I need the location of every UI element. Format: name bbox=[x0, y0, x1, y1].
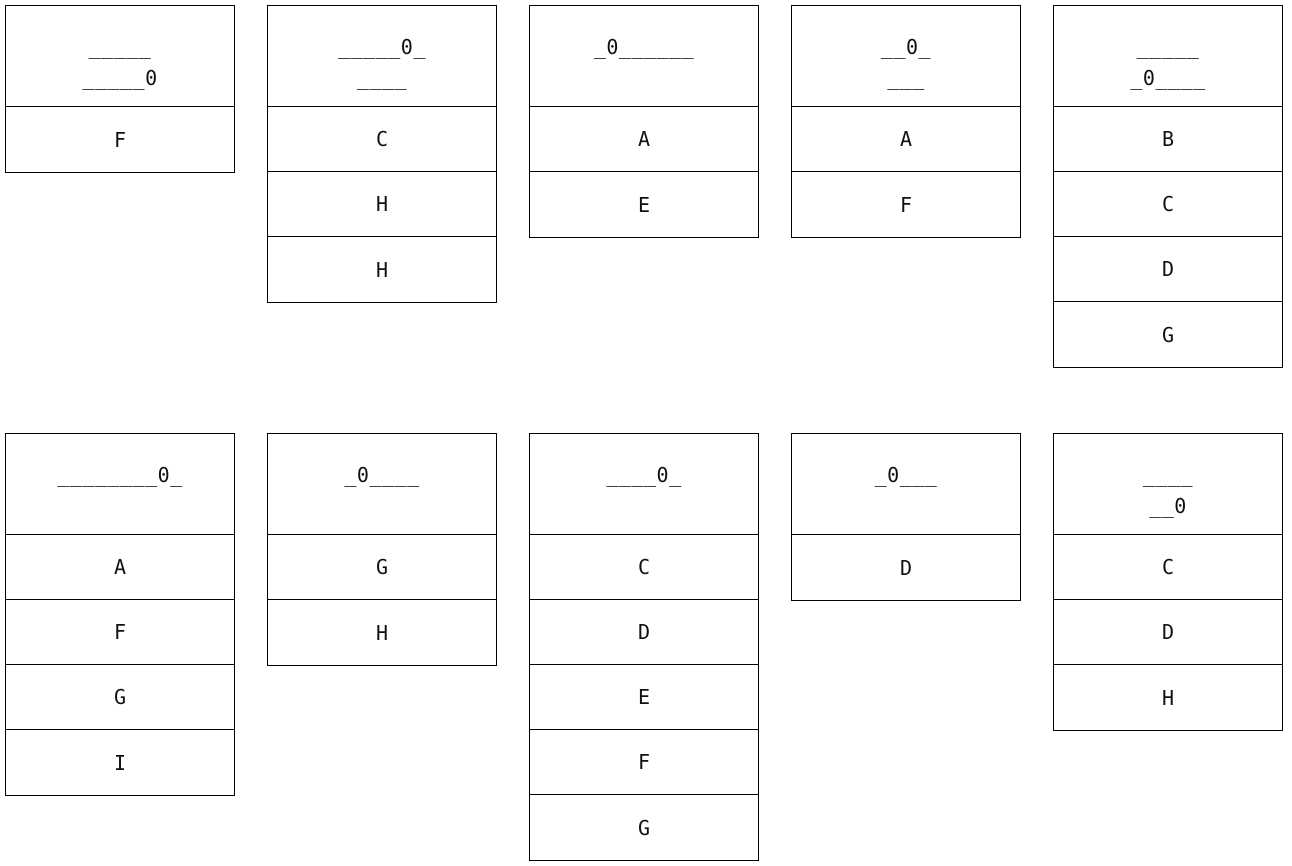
card-header-line: ________0_ bbox=[57, 463, 183, 487]
card-row: G bbox=[1161, 322, 1175, 347]
card-row: G bbox=[6, 665, 234, 730]
card-header-line: _____0 bbox=[82, 66, 158, 90]
card-9: _0___ D bbox=[791, 433, 1021, 601]
card-header-line: ____0_ bbox=[606, 463, 682, 487]
card-header-line: ___ bbox=[887, 66, 925, 90]
card-7: _0____ G H bbox=[267, 433, 497, 666]
card-row: H bbox=[1161, 685, 1175, 710]
card-header-line: __0 bbox=[1149, 494, 1187, 518]
card-row: A bbox=[792, 107, 1020, 172]
card-3: _0______ A E bbox=[529, 5, 759, 238]
card-row: H bbox=[268, 172, 496, 237]
card-header: _0___ bbox=[792, 434, 1020, 535]
card-row: A bbox=[6, 535, 234, 600]
card-header-line: _0___ bbox=[874, 463, 938, 487]
card-row: G bbox=[268, 535, 496, 600]
card-row: C bbox=[268, 107, 496, 172]
card-row: F bbox=[899, 192, 913, 217]
card-row: D bbox=[899, 555, 913, 580]
card-header: _____ _____0 bbox=[6, 6, 234, 107]
card-10: ____ __0 C D H bbox=[1053, 433, 1283, 731]
card-row: H bbox=[375, 257, 389, 282]
card-row: D bbox=[530, 600, 758, 665]
card-6: ________0_ A F G I bbox=[5, 433, 235, 796]
card-row: C bbox=[530, 535, 758, 600]
card-row: D bbox=[1054, 237, 1282, 302]
card-row: C bbox=[1054, 172, 1282, 237]
card-5: _____ _0____ B C D G bbox=[1053, 5, 1283, 368]
card-row: B bbox=[1054, 107, 1282, 172]
card-header: ____ __0 bbox=[1054, 434, 1282, 535]
card-header-line: ____ bbox=[1142, 463, 1194, 487]
card-row: C bbox=[1054, 535, 1282, 600]
card-row: F bbox=[530, 730, 758, 795]
card-row: F bbox=[113, 127, 127, 152]
card-header: _0____ bbox=[268, 434, 496, 535]
card-header-line: __0_ bbox=[880, 35, 932, 59]
card-2: _____0_ ____ C H H bbox=[267, 5, 497, 303]
card-row: E bbox=[637, 192, 651, 217]
card-header: __0_ ___ bbox=[792, 6, 1020, 107]
card-header-line: _____0_ bbox=[338, 35, 426, 59]
card-1: _____ _____0 F bbox=[5, 5, 235, 173]
card-header: ____0_ bbox=[530, 434, 758, 535]
card-header: _____ _0____ bbox=[1054, 6, 1282, 107]
card-header-line: _____ bbox=[88, 35, 152, 59]
card-header-line: _0____ bbox=[1130, 66, 1206, 90]
card-header-line: _0______ bbox=[593, 35, 695, 59]
card-row: F bbox=[6, 600, 234, 665]
card-row: A bbox=[530, 107, 758, 172]
card-header-line: _0____ bbox=[344, 463, 420, 487]
card-4: __0_ ___ A F bbox=[791, 5, 1021, 238]
card-8: ____0_ C D E F G bbox=[529, 433, 759, 861]
card-row: I bbox=[113, 750, 127, 775]
card-row: G bbox=[637, 815, 651, 840]
card-row: E bbox=[530, 665, 758, 730]
card-header: _____0_ ____ bbox=[268, 6, 496, 107]
card-row: H bbox=[375, 620, 389, 645]
card-header: ________0_ bbox=[6, 434, 234, 535]
card-row: D bbox=[1054, 600, 1282, 665]
card-header-line: ____ bbox=[356, 66, 408, 90]
card-header-line: _____ bbox=[1136, 35, 1200, 59]
card-header: _0______ bbox=[530, 6, 758, 107]
